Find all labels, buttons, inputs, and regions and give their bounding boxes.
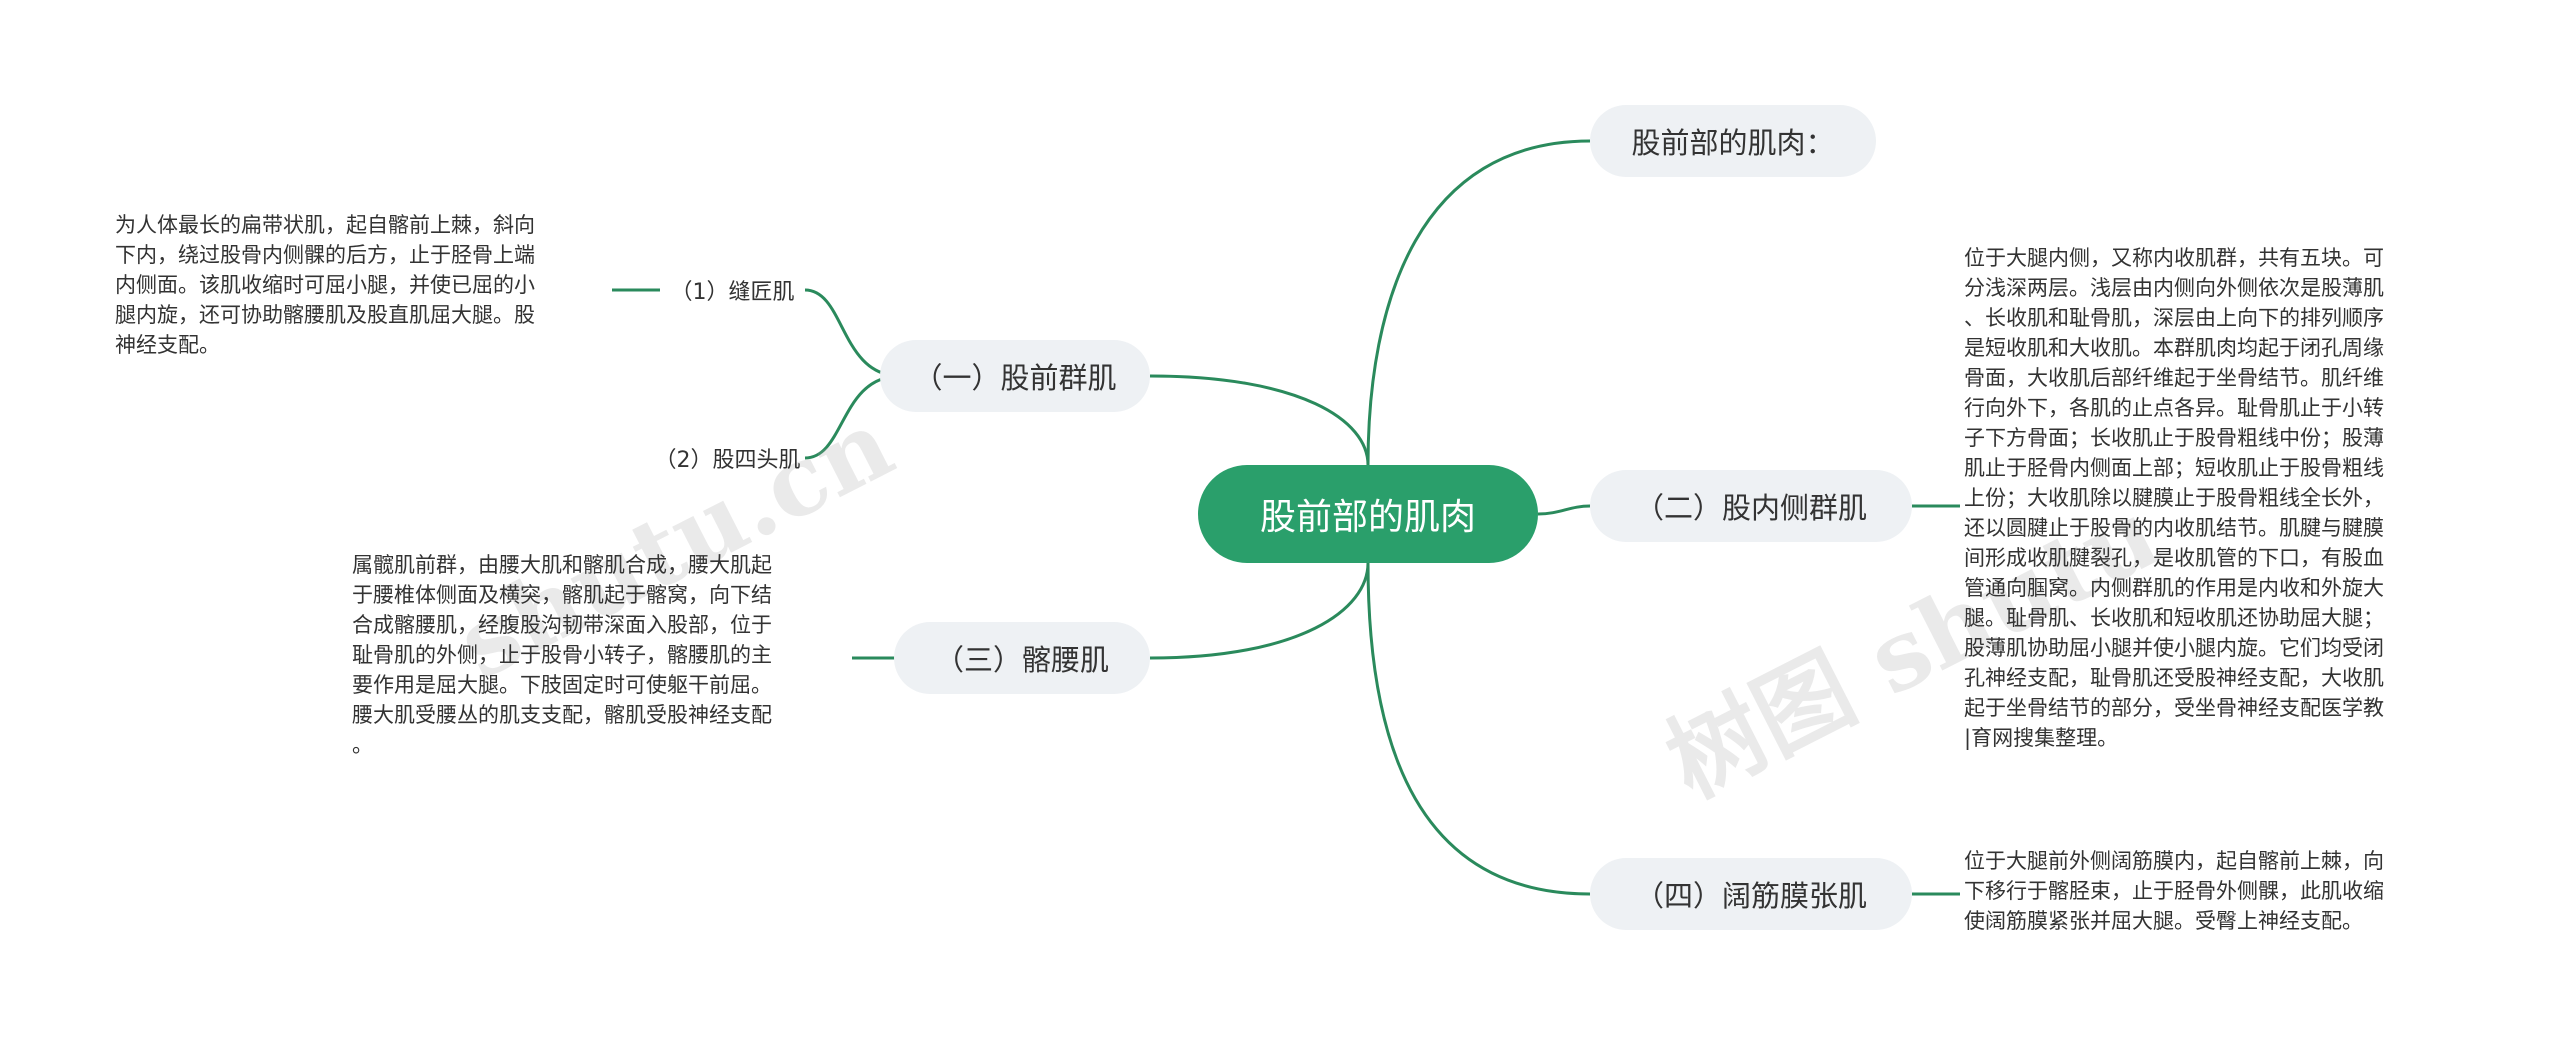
root-label: 股前部的肌肉 [1259,497,1476,538]
branch-anterior[interactable]: （一）股前群肌 [880,340,1150,412]
edge-root-medial [1537,504,1591,516]
leaf-quadriceps-label: （2）股四头肌 [654,448,801,473]
leaf-sartorius-label: （1）缝匠肌 [670,280,795,305]
branch-iliopsoas-label: （三）髂腰肌 [934,643,1109,677]
edge-root-intro [1366,139,1591,466]
branch-iliopsoas[interactable]: （三）髂腰肌 [894,622,1150,694]
medial-detail: 位于大腿内侧，又称内收肌群，共有五块。可 分浅深两层。浅层由内侧向外侧依次是股薄… [1964,246,2384,750]
iliopsoas-detail: 属髋肌前群，由腰大肌和髂肌合成，腰大肌起 于腰椎体侧面及横突，髂肌起于髂窝，向下… [352,553,772,757]
branch-medial-label: （二）股内侧群肌 [1634,491,1867,525]
branch-tfl-label: （四）阔筋膜张肌 [1634,879,1867,913]
leaf-quadriceps[interactable]: （2）股四头肌 [650,438,805,478]
leaf-sartorius[interactable]: （1）缝匠肌 [660,270,805,310]
branch-intro-label: 股前部的肌肉： [1631,126,1835,160]
tfl-detail: 位于大腿前外侧阔筋膜内，起自髂前上棘，向 下移行于髂胫束，止于胫骨外侧髁，此肌收… [1964,849,2384,933]
root-node[interactable]: 股前部的肌肉 [1198,465,1538,563]
branch-anterior-label: （一）股前群肌 [913,361,1117,395]
edge-root-anterior [1149,374,1370,466]
sartorius-detail: 为人体最长的扁带状肌，起自髂前上棘，斜向 下内，绕过股骨内侧髁的后方，止于胫骨上… [115,213,535,357]
edge-root-iliopsoas [1149,562,1370,660]
edge-root-tfl [1366,562,1591,896]
branch-tfl[interactable]: （四）阔筋膜张肌 [1590,858,1912,930]
branch-intro[interactable]: 股前部的肌肉： [1590,105,1876,177]
branch-medial[interactable]: （二）股内侧群肌 [1590,470,1912,542]
